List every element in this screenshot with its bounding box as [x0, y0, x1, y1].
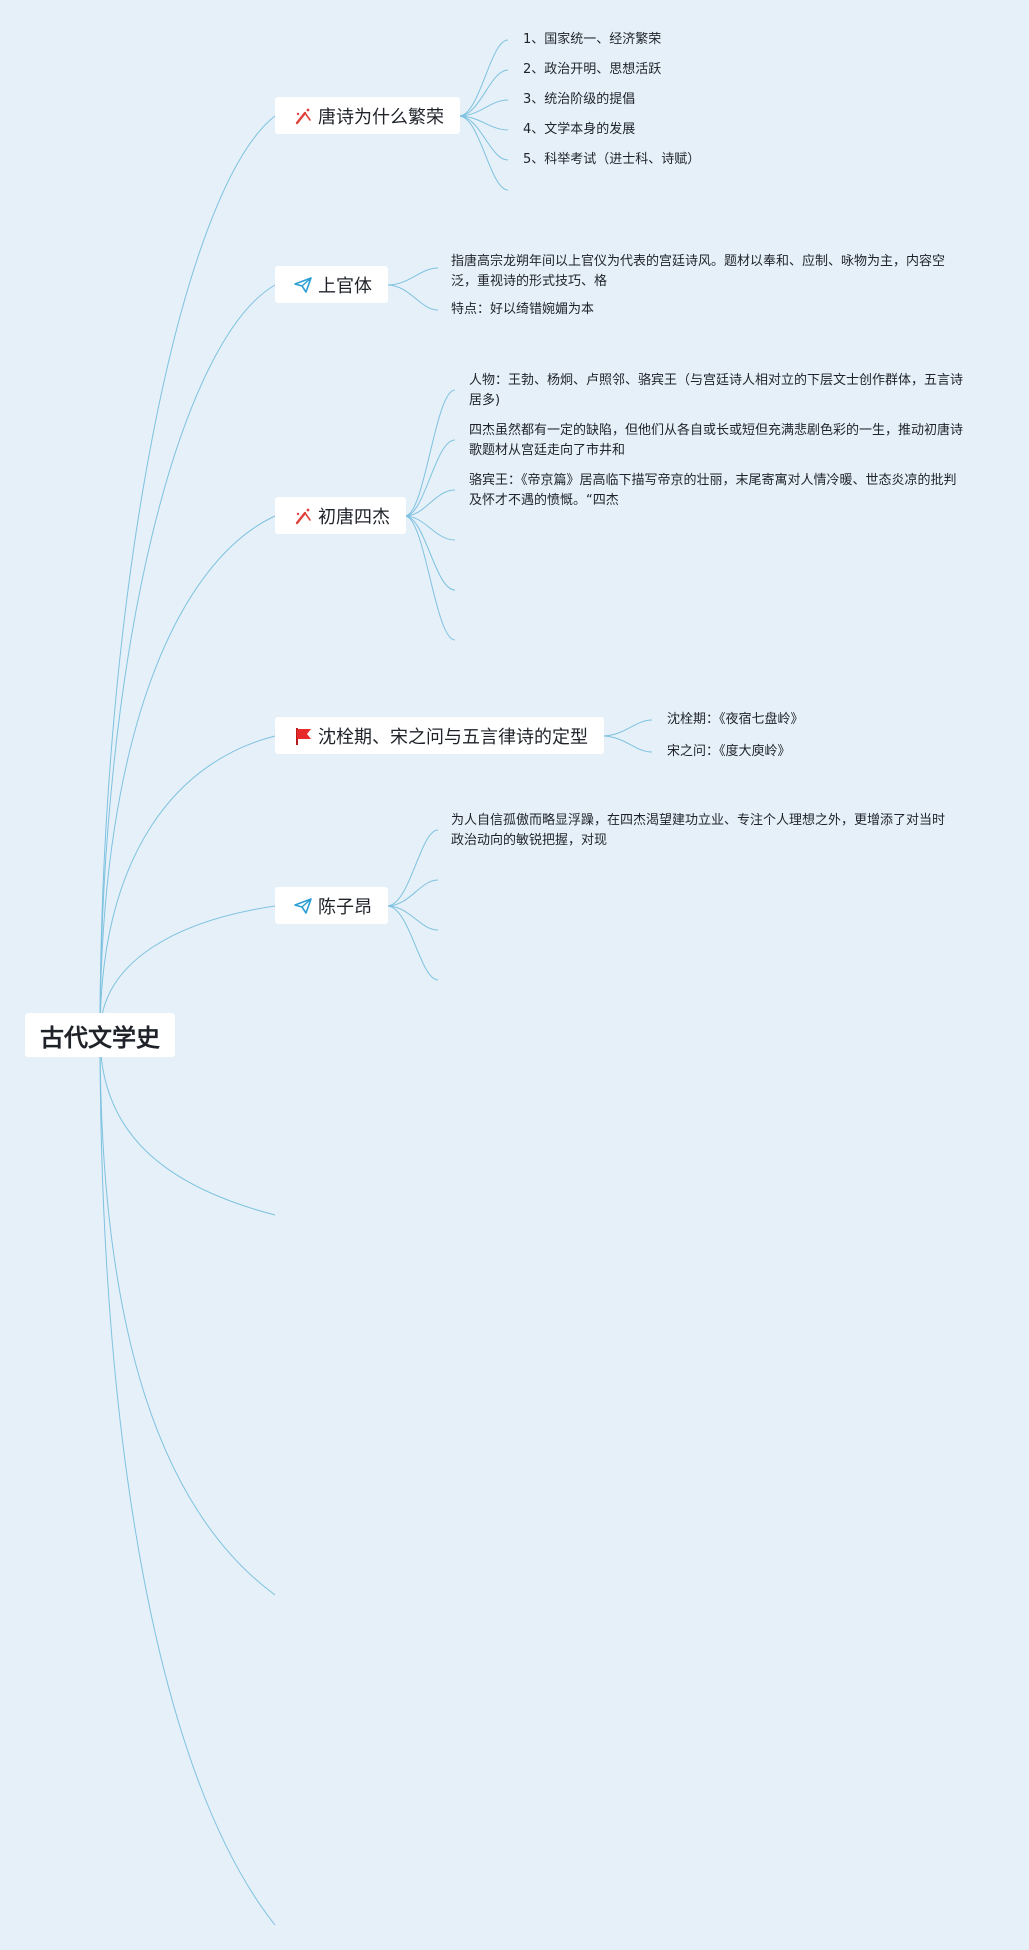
paper-plane-icon [294, 276, 312, 293]
topic-label: 陈子昂 [318, 896, 372, 918]
connector-b1-leaf-5 [458, 115, 509, 161]
connector-b1-leaf-1 [458, 39, 509, 117]
connector-b2-leaf-2 [386, 284, 439, 311]
subtopic[interactable]: 骆宾王：《帝京篇》居高临下描写帝京的壮丽，末尾寄寓对人情冷暖、世态炎凉的批判及怀… [469, 473, 957, 508]
subtopic[interactable]: 3、统治阶级的提倡 [523, 92, 636, 107]
subtopic[interactable]: 2、政治开明、思想活跃 [523, 62, 662, 77]
topic-label: 初唐四杰 [318, 506, 390, 528]
connector-b3-empty-3 [404, 515, 456, 641]
subtopic[interactable]: 5、科举考试（进士科、诗赋） [523, 152, 701, 167]
connector-b5-empty-1 [386, 879, 439, 907]
paper-plane-icon [294, 897, 312, 914]
topic-tang-poetry-prosperity[interactable]: 唐诗为什么繁荣 [275, 97, 460, 134]
subtopic[interactable]: 宋之问：《度大庾岭》 [667, 744, 791, 759]
connector-b5-empty-2 [386, 905, 439, 931]
red-flag-icon [296, 727, 311, 745]
connector-b3-leaf-3 [404, 489, 456, 517]
topic-chen-ziang[interactable]: 陈子昂 [275, 887, 388, 924]
connector-b1-empty [458, 115, 509, 191]
connector-b2-leaf-1 [386, 267, 439, 286]
connector-root-empty-2 [99, 1034, 276, 1596]
connector-root-branch-2 [99, 284, 276, 1036]
topic-label: 沈栓期、宋之问与五言律诗的定型 [318, 726, 588, 748]
connector-root-branch-5 [99, 905, 276, 1036]
topic-shangguan-style[interactable]: 上官体 [275, 266, 388, 303]
connector-b3-empty-2 [404, 515, 456, 591]
subtopic[interactable]: 四杰虽然都有一定的缺陷，但他们从各自或长或短但充满悲剧色彩的一生，推动初唐诗歌题… [469, 423, 964, 458]
subtopic[interactable]: 指唐高宗龙朔年间以上官仪为代表的宫廷诗风。题材以奉和、应制、咏物为主，内容空泛，… [451, 254, 946, 289]
connector-b5-leaf-1 [386, 829, 439, 907]
connector-b4-leaf-2 [601, 735, 653, 753]
connector-b4-leaf-1 [601, 719, 653, 737]
topic-four-masters[interactable]: 初唐四杰 [275, 497, 406, 534]
subtopic[interactable]: 特点：好以绮错婉媚为本 [451, 302, 595, 317]
connector-b1-leaf-3 [458, 99, 509, 117]
topic-label: 唐诗为什么繁荣 [318, 106, 444, 128]
subtopic[interactable]: 沈栓期：《夜宿七盘岭》 [667, 712, 804, 727]
connector-root-branch-4 [99, 735, 276, 1036]
connector-b3-empty-1 [404, 515, 456, 541]
root-topic-label: 古代文学史 [40, 1023, 160, 1052]
connector-b1-leaf-2 [458, 69, 509, 117]
connector-root-empty-1 [99, 1034, 276, 1216]
connector-b5-empty-3 [386, 905, 439, 981]
connector-b3-leaf-1 [404, 389, 456, 517]
magic-wand-icon [295, 508, 311, 524]
connector-root-empty-3 [99, 1034, 276, 1926]
topic-label: 上官体 [318, 275, 372, 297]
connector-root-branch-3 [99, 515, 276, 1036]
subtopic[interactable]: 4、文学本身的发展 [523, 122, 636, 137]
subtopic[interactable]: 人物：王勃、杨炯、卢照邻、骆宾王（与宫廷诗人相对立的下层文士创作群体，五言诗居多… [469, 373, 964, 408]
subtopic[interactable]: 1、国家统一、经济繁荣 [523, 32, 662, 47]
topic-regulated-verse[interactable]: 沈栓期、宋之问与五言律诗的定型 [275, 717, 604, 754]
connector-root-branch-1 [99, 115, 276, 1036]
connector-b3-leaf-2 [404, 439, 456, 517]
magic-wand-icon [295, 108, 311, 124]
subtopic[interactable]: 为人自信孤傲而略显浮躁，在四杰渴望建功立业、专注个人理想之外，更增添了对当时政治… [451, 813, 946, 848]
root-topic[interactable]: 古代文学史 [25, 1013, 175, 1057]
